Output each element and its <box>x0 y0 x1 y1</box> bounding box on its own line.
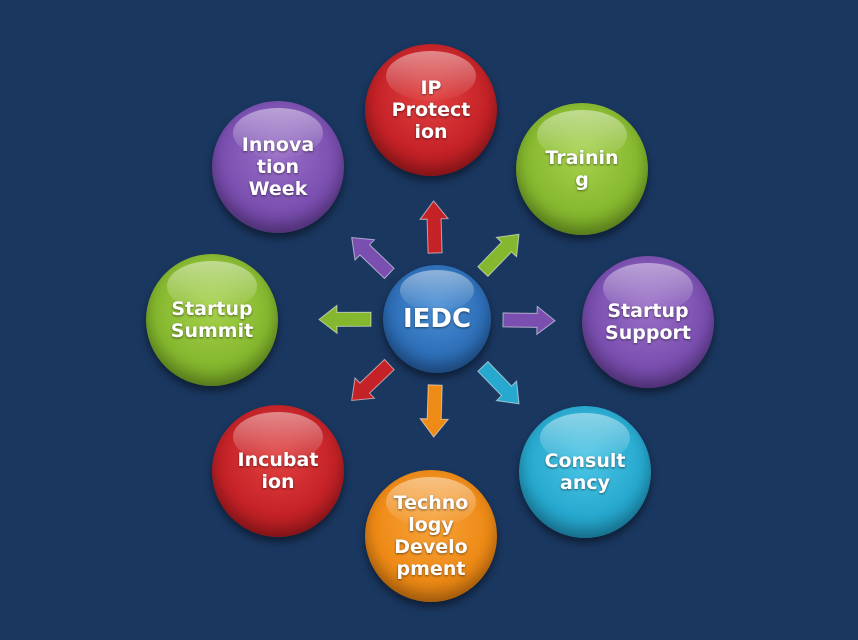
node-label: Innova tion Week <box>241 134 315 200</box>
node-training: Trainin g <box>516 103 648 235</box>
arrow-to-technology-development <box>419 384 450 438</box>
node-consultancy: Consult ancy <box>519 406 651 538</box>
node-label: Incubat ion <box>237 449 319 493</box>
node-label: Techno logy Develo pment <box>393 492 469 580</box>
hub-label: IEDC <box>402 304 472 334</box>
node-label: Startup Support <box>605 300 691 344</box>
arrow-to-consultancy <box>477 360 520 405</box>
node-label: IP Protect ion <box>391 77 471 143</box>
node-startup-summit: Startup Summit <box>146 254 278 386</box>
node-label: Startup Summit <box>170 298 254 342</box>
arrow-to-startup-support <box>502 305 556 336</box>
node-label: Consult ancy <box>544 450 626 494</box>
node-ip-protection: IP Protect ion <box>365 44 497 176</box>
arrow-to-innovation-week <box>351 236 395 280</box>
node-incubation: Incubat ion <box>212 405 344 537</box>
node-innovation-week: Innova tion Week <box>212 101 344 233</box>
node-technology-development: Techno logy Develo pment <box>365 470 497 602</box>
node-startup-support: Startup Support <box>582 256 714 388</box>
node-label: Trainin g <box>545 147 619 191</box>
arrow-to-ip-protection <box>419 200 450 254</box>
arrow-to-startup-summit <box>318 304 372 335</box>
hub-iedc: IEDC <box>383 265 491 373</box>
arrow-to-incubation <box>351 358 395 402</box>
arrow-to-training <box>477 233 520 278</box>
